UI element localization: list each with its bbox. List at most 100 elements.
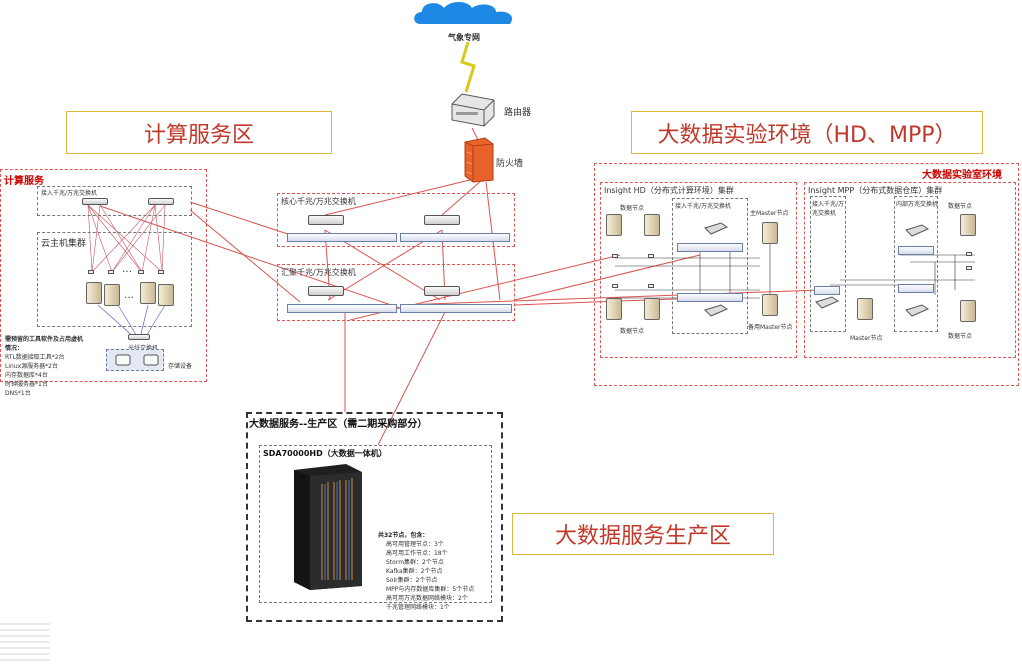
hd-data-node <box>644 214 660 236</box>
core-switch-1 <box>308 215 344 225</box>
access-switch-1 <box>82 198 108 205</box>
agg-switch-port-bar-1 <box>287 304 397 313</box>
cloud-host-cluster-label: 云主机集群 <box>41 239 87 249</box>
hd-data-node <box>644 298 660 320</box>
hd-nic <box>612 254 618 258</box>
hd-cluster-label: Insight HD（分布式计算环境）集群 <box>604 186 734 195</box>
note-line: DNS*1台 <box>5 390 31 397</box>
spec-line: 高可用万兆数据网络模块：2个 <box>386 595 468 602</box>
mpp-switch-icon <box>815 296 840 309</box>
note-line: 内存数据库*4台 <box>5 372 48 379</box>
mpp-internal-bar-2 <box>898 284 934 293</box>
storage-icon <box>115 354 131 366</box>
bigdata-lab-title: 大数据实验室环境 <box>922 170 1002 181</box>
sda-spec-list: 共32节点，包含： 高可用管理节点：3个 高可用工作节点：18个 Storm集群… <box>378 530 490 611</box>
hd-data-node <box>606 214 622 236</box>
note-line: Linux源服务器*2台 <box>5 363 58 370</box>
host-server <box>158 284 174 306</box>
compute-access-group <box>37 186 192 216</box>
mpp-nic <box>966 252 972 256</box>
spec-line: Kafka集群：2个节点 <box>386 568 443 575</box>
mpp-internal-group <box>894 196 938 332</box>
hd-nic <box>648 284 654 288</box>
agg-switch-1 <box>308 286 344 296</box>
note-subtitle: 情况： <box>5 345 24 352</box>
hd-master-node <box>762 222 778 244</box>
mpp-nic <box>966 266 972 270</box>
agg-switch-2 <box>424 286 460 296</box>
mpp-master-label: Master节点 <box>850 335 883 342</box>
hd-nic <box>612 284 618 288</box>
mpp-data-nodes-bottom-label: 数据节点 <box>948 333 973 340</box>
bigdata-lab-zone <box>594 163 1019 386</box>
cloud-label: 气象专网 <box>448 33 480 42</box>
hd-data-nodes-bottom-label: 数据节点 <box>620 328 645 335</box>
hd-switch-bar-2 <box>677 293 743 302</box>
mpp-internal-label: 内部万兆交换机 <box>896 201 939 208</box>
spec-line: Solr集群：2个节点 <box>386 577 438 584</box>
hd-switch-bar-1 <box>677 243 743 252</box>
router-icon <box>451 93 495 127</box>
hd-backup-master-label: 备用Master节点 <box>748 324 793 331</box>
bigdata-prod-heading: 大数据服务生产区 <box>512 513 774 555</box>
agg-switch-label: 汇聚千兆/万兆交换机 <box>281 268 356 277</box>
cloud-icon <box>414 2 513 24</box>
mpp-access-group <box>810 196 846 332</box>
host-nic <box>138 270 144 274</box>
mpp-access-label: 接入千兆/万兆交换机 <box>812 201 845 217</box>
firewall-label: 防火墙 <box>496 159 524 169</box>
sda-appliance-box <box>259 445 492 603</box>
reserved-software-note: 需预留的工具软件及占用虚机 情况： RTL数据接取工具*2台 Linux源服务器… <box>5 334 115 397</box>
hd-access-group <box>672 198 748 334</box>
hd-switch-icon <box>704 222 729 235</box>
hd-switch-icon <box>704 304 729 317</box>
spec-line: MPP与内存数据库集群：5个节点 <box>386 586 475 593</box>
compute-access-label: 接入千兆/万兆交换机 <box>41 190 98 197</box>
spec-title: 共32节点，包含： <box>378 532 429 539</box>
host-nic <box>108 270 114 274</box>
core-switch-port-bar-1 <box>287 233 397 242</box>
mpp-access-switch <box>814 286 840 295</box>
host-nic <box>88 270 94 274</box>
router-label: 路由器 <box>504 108 532 118</box>
host-nic <box>158 270 164 274</box>
note-line: 时钟服务器*1台 <box>5 381 48 388</box>
bigdata-prod-zone <box>246 412 503 622</box>
bigdata-lab-heading: 大数据实验环境（HD、MPP） <box>631 111 983 154</box>
fiber-switch-label: 光纤交换机 <box>128 343 158 352</box>
hd-cluster <box>600 182 797 358</box>
compute-zone-title: 计算服务 <box>4 176 44 187</box>
core-switch-2 <box>424 215 460 225</box>
storage-label: 存储设备 <box>168 363 193 370</box>
mpp-cluster-label: Insight MPP（分布式数据仓库）集群 <box>808 186 943 195</box>
mpp-internal-bar-1 <box>898 246 934 255</box>
spec-line: 高可用工作节点：18个 <box>386 550 448 557</box>
core-switch-label: 核心千兆/万兆交换机 <box>281 197 356 206</box>
note-title: 需预留的工具软件及占用虚机 <box>5 336 84 343</box>
hd-nic <box>648 254 654 258</box>
mpp-data-node <box>960 214 976 236</box>
note-line: RTL数据接取工具*2台 <box>5 354 65 361</box>
rack-server-icon <box>294 464 362 590</box>
firewall-icon <box>464 137 494 183</box>
spec-line: 高可用管理节点：3个 <box>386 541 444 548</box>
hd-data-node <box>606 298 622 320</box>
spec-line: Storm集群：2个节点 <box>386 559 444 566</box>
host-server <box>140 282 156 304</box>
compute-zone <box>0 169 207 382</box>
compute-zone-heading: 计算服务区 <box>66 111 332 154</box>
hd-master-label: 主Master节点 <box>750 210 789 217</box>
mpp-data-nodes-top-label: 数据节点 <box>948 203 973 210</box>
cluster-ellipsis: … <box>124 290 134 301</box>
prod-zone-title: 大数据服务--生产区（需二期采购部分） <box>249 419 428 430</box>
host-server <box>104 284 120 306</box>
decorative-stripes <box>0 623 50 661</box>
mpp-internal-switch-icon <box>905 224 930 237</box>
access-switch-2 <box>148 198 174 205</box>
sda-model-label: SDA70000HD（大数据一体机） <box>263 449 387 458</box>
agg-switch-zone <box>277 264 515 321</box>
hd-access-label: 接入千兆/万兆交换机 <box>675 203 732 210</box>
mpp-cluster <box>804 182 1016 358</box>
mpp-master-node <box>857 298 873 320</box>
hd-data-nodes-top-label: 数据节点 <box>620 205 645 212</box>
